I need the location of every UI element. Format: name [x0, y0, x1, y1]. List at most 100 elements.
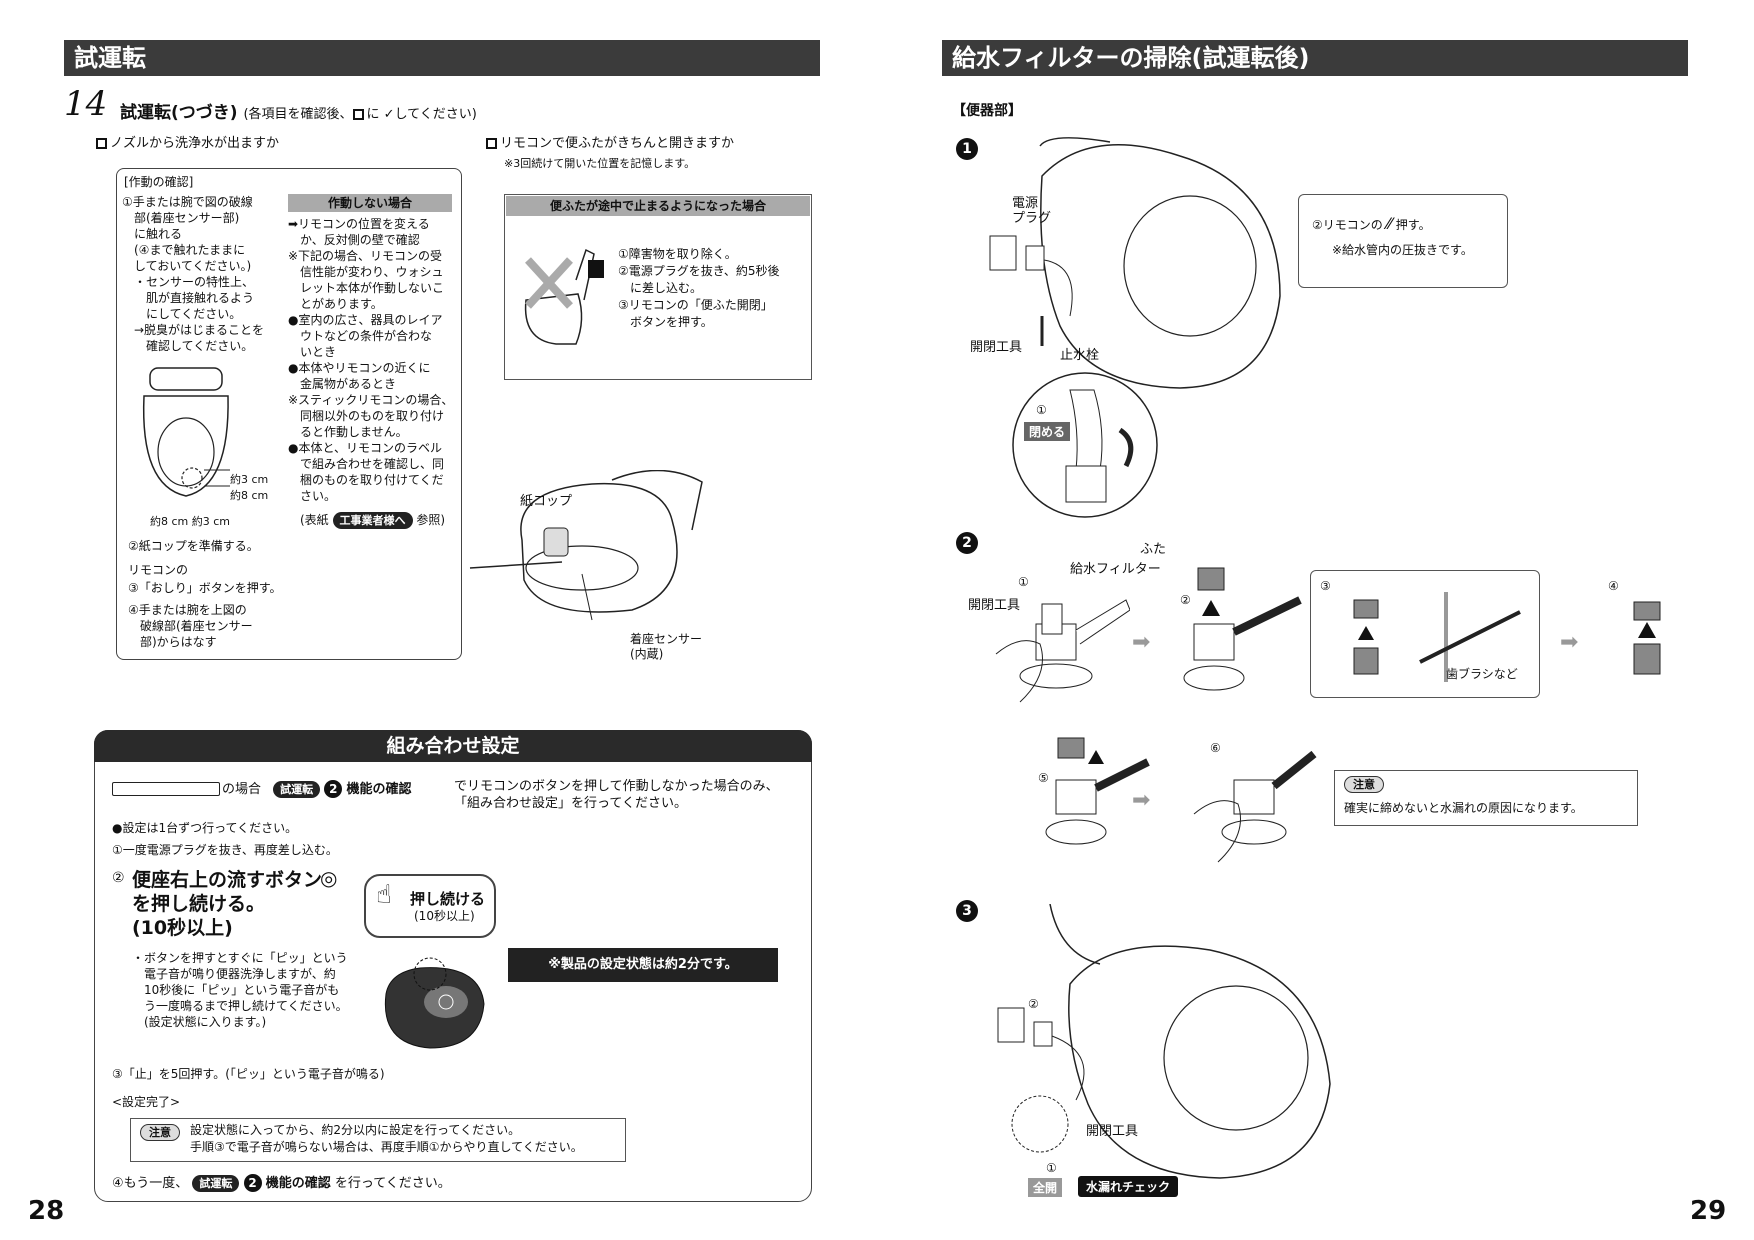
- lid-label: ふた: [1140, 542, 1167, 557]
- step2-filter-open-illustration: [995, 599, 1130, 703]
- combo-step2-main: 便座右上の流すボタン を押し続ける。 (10秒以上): [132, 869, 323, 939]
- step3-marker: 3: [956, 900, 978, 922]
- step2-circle-icon: 2: [243, 1174, 262, 1192]
- valve-close-zoom-illustration: [1012, 372, 1158, 518]
- combo-caution-text: 設定状態に入ってから、約2分以内に設定を行ってください。 手順③で電子音が鳴らな…: [190, 1123, 583, 1154]
- remote-step-prefix: ②リモコンの: [1312, 218, 1383, 232]
- arrow-right-icon: ➡: [1132, 788, 1151, 813]
- combo-bullet1: ●設定は1台ずつ行ってください。: [112, 821, 298, 835]
- combo-step4-prefix: ④もう一度、: [112, 1176, 189, 1191]
- remote-step-note: ※給水管内の圧抜きです。: [1332, 243, 1473, 257]
- filter-insert-illustration: [1045, 737, 1150, 845]
- combo-step4-func: 機能の確認: [265, 1176, 331, 1191]
- press-hold-label: 押し続ける: [410, 890, 486, 908]
- step1-toilet-illustration: [989, 137, 1281, 389]
- status-note: ※製品の設定状態は約2分です。: [508, 948, 778, 982]
- combo-desc: でリモコンのボタンを押して作動しなかった場合のみ、 「組み合わせ設定」を行ってく…: [454, 779, 779, 811]
- combo-step2-note: ・ボタンを押すとすぐに「ピッ」という 電子音が鳴り便器洗浄しますが、約 10秒後…: [132, 951, 348, 1029]
- step3-sub2: ②: [1028, 997, 1039, 1011]
- step2-sub4: ④: [1608, 579, 1619, 593]
- remote-step-suffix: 押す。: [1395, 218, 1431, 232]
- step2-sub5: ⑤: [1038, 771, 1049, 785]
- bowl-section-label: 【便器部】: [952, 103, 1022, 119]
- step3-open-tool-label: 開閉工具: [1086, 1124, 1139, 1139]
- op-step3: ③「おしり」ボタンを押す。: [128, 581, 282, 595]
- remote-label: リモコンの: [128, 563, 189, 577]
- op-box-col2: ➡リモコンの位置を変える か、反対側の壁で確認 ※下記の場合、リモコンの受 信性…: [288, 217, 454, 503]
- step2-caution-text: 確実に締めないと水漏れの原因になります。: [1344, 801, 1583, 815]
- power-plug-label: 電源 プラグ: [1012, 196, 1052, 226]
- not-working-label: 作動しない場合: [288, 194, 452, 212]
- checkbox-icon: [352, 109, 364, 120]
- press-hold-bubble: [364, 874, 496, 938]
- step2-clean-box: [1310, 570, 1540, 698]
- filter-label: 給水フィルター: [1070, 562, 1161, 577]
- ref-suffix: 参照): [416, 513, 446, 527]
- combo-case-line: の場合 試運転 2 機能の確認: [222, 780, 411, 798]
- step2-sub1: ①: [1018, 575, 1029, 589]
- filter-tighten-illustration: [1193, 750, 1317, 863]
- combo-func-check: 機能の確認: [346, 782, 412, 797]
- remote-step-box: [1298, 194, 1508, 288]
- combo-step1: ①一度電源プラグを抜き、再度差し込む。: [112, 843, 338, 857]
- close-step-num: ①: [1036, 403, 1047, 417]
- step2-filter-remove-illustration: [1183, 567, 1302, 691]
- combo-caution-box: [130, 1118, 626, 1162]
- check-remote: リモコンで便ふたがきちんと開きますか: [486, 136, 734, 152]
- step14-note-prefix: (各項目を確認後、: [243, 107, 353, 122]
- op-box-reference: (表紙 工事業者様へ 参照): [300, 512, 445, 529]
- full-open-label: 全開: [1028, 1178, 1063, 1197]
- dimension-3cm: 約3 cm: [230, 473, 269, 486]
- paper-cup-label: 紙コップ: [520, 494, 573, 509]
- leak-check-label: 水漏れチェック: [1078, 1176, 1179, 1197]
- operation-check-box: [116, 168, 462, 660]
- installer-pill: 工事業者様へ: [332, 512, 413, 529]
- remote-step-text: ②リモコンの ⁄⁄ 押す。: [1312, 216, 1431, 233]
- filter-clean-illustration: [1353, 592, 1521, 682]
- combination-title: 組み合わせ設定: [94, 730, 812, 762]
- combo-step4: ④もう一度、 試運転 2 機能の確認 を行ってください。: [112, 1174, 451, 1192]
- page-number-left: 28: [28, 1196, 65, 1226]
- remote-note: ※3回続けて開いた位置を記憶します。: [504, 157, 696, 170]
- trial-run-pill: 試運転: [192, 1175, 240, 1192]
- step2-sub3: ③: [1320, 579, 1331, 593]
- dimension-8cm: 約8 cm: [230, 489, 269, 502]
- op-step4: ④手または腕を上図の 破線部(着座センサー 部)からはなす: [128, 603, 253, 649]
- check-nozzle-text: ノズルから洗浄水が出ますか: [110, 136, 280, 151]
- step1-marker: 1: [956, 138, 978, 160]
- toilet-paper-cup-illustration: [469, 470, 703, 621]
- close-label: 閉める: [1024, 422, 1071, 441]
- step14-title: 試運転(つづき) (各項目を確認後、に ✓してください): [120, 98, 477, 123]
- combo-step2-marker: ②: [112, 870, 125, 886]
- flush-swirl-icon: ◎: [320, 866, 338, 890]
- step2-caution-box: [1334, 770, 1638, 826]
- stop-valve-label: 止水栓: [1060, 348, 1100, 363]
- lid-obstacle-illustration: [524, 248, 604, 345]
- op-box-title: [作動の確認]: [124, 175, 194, 189]
- combo-step3: ③「止」を5回押す。(「ピッ」という電子音が鳴る): [112, 1067, 385, 1081]
- ref-prefix: (表紙: [300, 513, 329, 527]
- trial-run-pill: 試運転: [273, 781, 321, 798]
- step2-open-tool-label: 開閉工具: [968, 598, 1021, 613]
- lid-stops-title: 便ふたが途中で止まるようになった場合: [506, 196, 810, 216]
- step2-sub6: ⑥: [1210, 741, 1221, 755]
- page-number-right: 29: [1690, 1196, 1727, 1226]
- step3-sub1: ①: [1046, 1161, 1057, 1175]
- step14-number: 14: [64, 84, 108, 124]
- remote-shape-icon: [112, 782, 220, 796]
- step14-title-text: 試運転(つづき): [120, 103, 238, 123]
- hand-press-icon: ☝: [376, 880, 392, 910]
- op-step2: ②紙コップを準備する。: [128, 539, 259, 553]
- step1-open-tool-label: 開閉工具: [970, 340, 1023, 355]
- dimension-bottom: 約8 cm 約3 cm: [150, 515, 231, 528]
- combo-caution-label: 注意: [140, 1124, 180, 1141]
- filter-reinsert-illustration: [1633, 601, 1661, 675]
- step2-circle-icon: 2: [324, 780, 343, 798]
- seat-sensor-label: 着座センサー (内蔵): [630, 632, 703, 661]
- toilet-flush-button-illustration: [384, 957, 485, 1049]
- toilet-top-view-illustration: [142, 367, 230, 497]
- left-page-header: 試運転: [64, 40, 820, 76]
- lid-stops-items: ①障害物を取り除く。 ②電源プラグを抜き、約5秒後 に差し込む。 ③リモコンの「…: [618, 247, 780, 329]
- right-page-header: 給水フィルターの掃除(試運転後): [942, 40, 1688, 76]
- checkbox-icon: [96, 138, 107, 149]
